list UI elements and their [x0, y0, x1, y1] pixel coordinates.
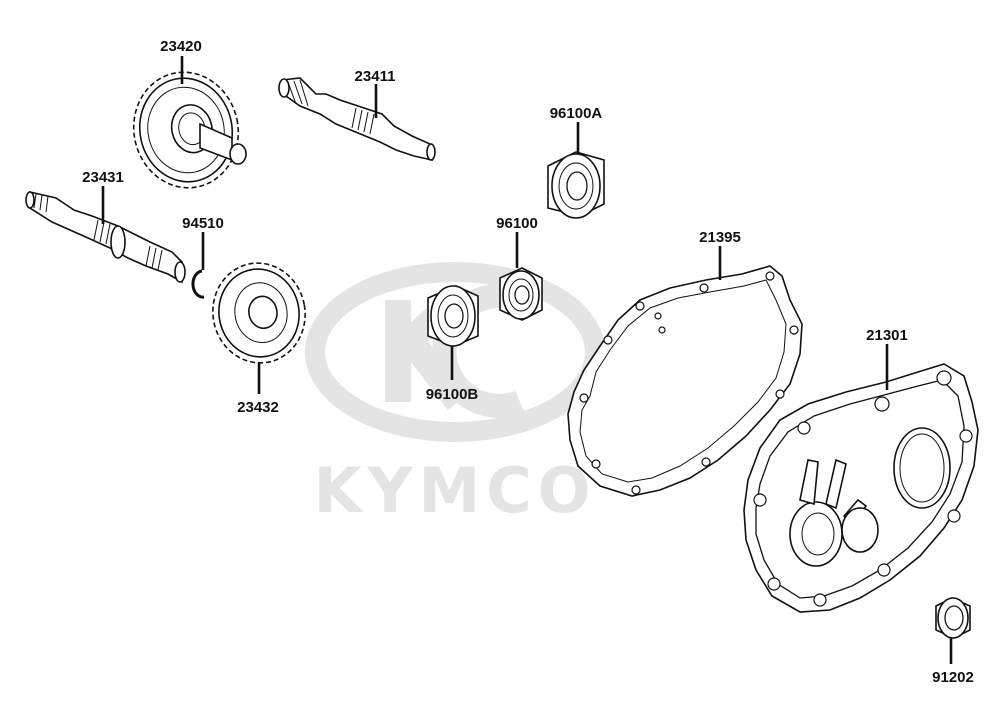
- part-23411-shaft: [278, 77, 436, 162]
- label-23431: 23431: [82, 169, 124, 186]
- leader-lines: [101, 56, 953, 664]
- label-23411: 23411: [355, 68, 396, 85]
- gasket-bolt-holes: [579, 271, 799, 495]
- part-91202-oil-seal: [935, 597, 971, 639]
- label-23420: 23420: [160, 38, 202, 55]
- part-23420-gear: [132, 71, 247, 189]
- label-91202: 91202: [932, 669, 974, 686]
- part-96100A-bearing: [547, 151, 605, 219]
- part-21395-gasket: [567, 265, 803, 497]
- part-94510-circlip: [191, 269, 205, 299]
- label-94510: 94510: [182, 215, 224, 232]
- part-96100-bearing: [499, 267, 543, 321]
- label-96100B: 96100B: [426, 386, 479, 403]
- part-23432-gear: [212, 262, 306, 364]
- watermark-brand: KYMCO: [314, 454, 597, 527]
- label-96100: 96100: [496, 215, 538, 232]
- part-96100B-bearing: [427, 285, 479, 347]
- label-21395: 21395: [699, 229, 741, 246]
- part-21301-cover: [743, 363, 979, 613]
- label-23432: 23432: [237, 399, 279, 416]
- part-23431-shaft: [25, 190, 186, 284]
- part-labels: 23420 23411 96100A 23431 94510 96100 213…: [82, 38, 974, 686]
- label-21301: 21301: [866, 327, 908, 344]
- label-96100A: 96100A: [550, 105, 603, 122]
- cover-bolt-bosses: [753, 370, 973, 607]
- kymco-watermark: KYMCO: [305, 262, 605, 527]
